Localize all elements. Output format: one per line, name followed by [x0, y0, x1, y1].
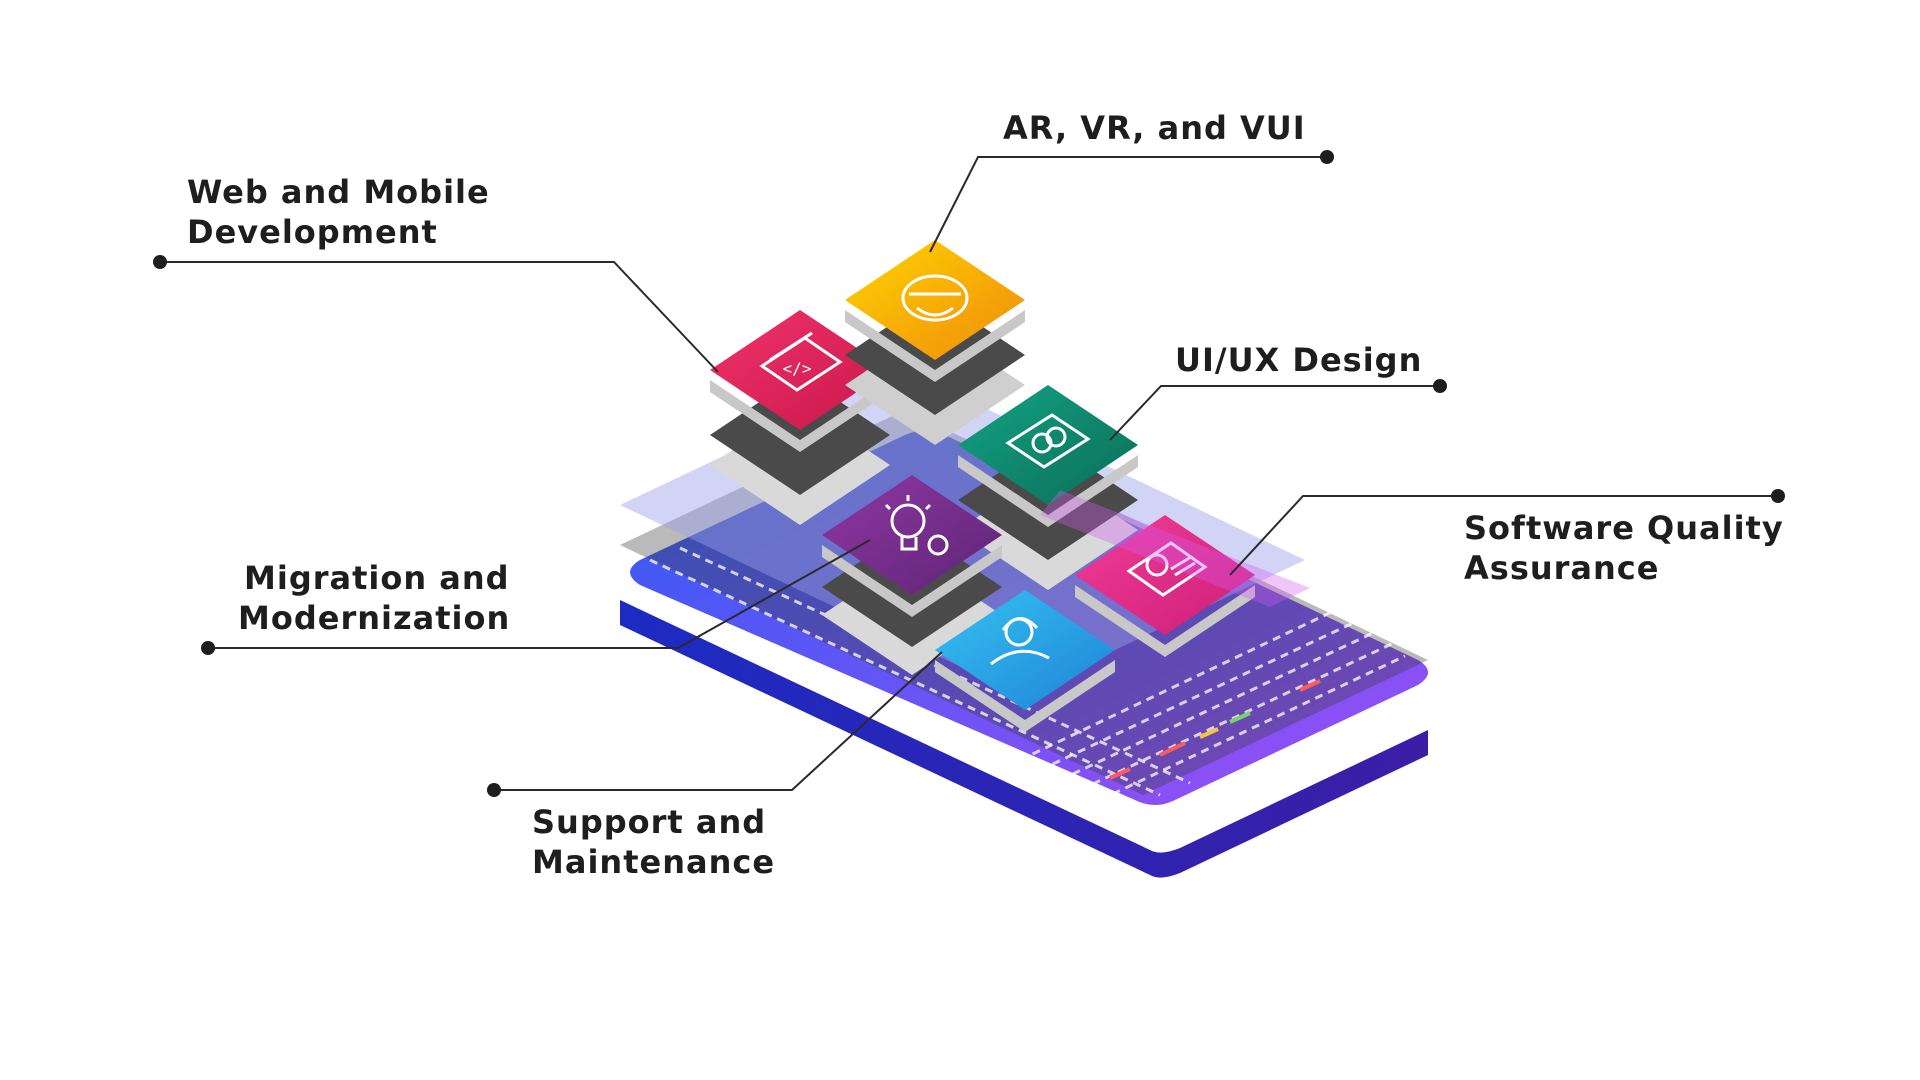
overlay-layer-pink [1040, 490, 1310, 607]
tile-ui-ux-face [958, 385, 1138, 505]
vr-headset-icon [901, 274, 969, 322]
leader-web-mobile [160, 261, 719, 373]
certificate-gear-icon [1126, 541, 1208, 597]
tile-ar-vr-vui [845, 240, 1025, 445]
label-sqa-line1: Software Quality [1464, 509, 1784, 547]
leader-sqa [1229, 495, 1778, 576]
label-web-mobile-line1: Web and Mobile [187, 173, 490, 211]
label-sqa: Software Quality Assurance [1464, 508, 1784, 588]
label-ui-ux-line1: UI/UX Design [1175, 341, 1423, 379]
dot-sqa [1771, 489, 1785, 503]
svg-text:</>: </> [783, 359, 812, 378]
label-ui-ux: UI/UX Design [1175, 340, 1422, 380]
label-support: Support and Maintenance [532, 802, 775, 882]
code-lines-colored [1109, 679, 1321, 780]
leader-support [494, 651, 943, 791]
label-sqa-line2: Assurance [1464, 549, 1660, 587]
label-support-line2: Maintenance [532, 843, 776, 881]
leader-ar-vr-vui [929, 156, 1327, 253]
lightbulb-gear-icon [884, 495, 949, 556]
dot-ui-ux [1433, 379, 1447, 393]
leader-lines [160, 156, 1778, 791]
tile-ar-vr-vui-face [845, 240, 1025, 360]
dot-migration [201, 641, 215, 655]
leader-migration [208, 539, 871, 649]
label-ar-vr-vui: AR, VR, and VUI [1003, 108, 1306, 148]
code-window-icon: </> [759, 331, 843, 392]
dot-web-mobile [153, 255, 167, 269]
leader-dots [153, 150, 1785, 797]
tile-web-mobile: </> [710, 310, 890, 525]
dot-ar-vr-vui [1320, 150, 1334, 164]
ui-ux-screen-icon [1005, 413, 1091, 469]
tile-support [935, 590, 1115, 732]
label-support-line1: Support and [532, 803, 767, 841]
label-migration-line2: Modernization [238, 599, 511, 637]
tile-sqa-face [1075, 515, 1255, 635]
dot-support [487, 783, 501, 797]
tile-web-mobile-face [710, 310, 890, 430]
tile-ui-ux [958, 385, 1138, 590]
leader-ui-ux [1109, 385, 1440, 441]
label-ar-vr-vui-line1: AR, VR, and VUI [1003, 109, 1306, 147]
label-migration: Migration and Modernization [238, 558, 510, 638]
label-web-mobile-line2: Development [187, 213, 438, 251]
label-migration-line1: Migration and [244, 559, 510, 597]
tile-sqa [1075, 515, 1255, 657]
label-web-mobile: Web and Mobile Development [187, 172, 490, 252]
support-agent-icon [990, 617, 1050, 666]
